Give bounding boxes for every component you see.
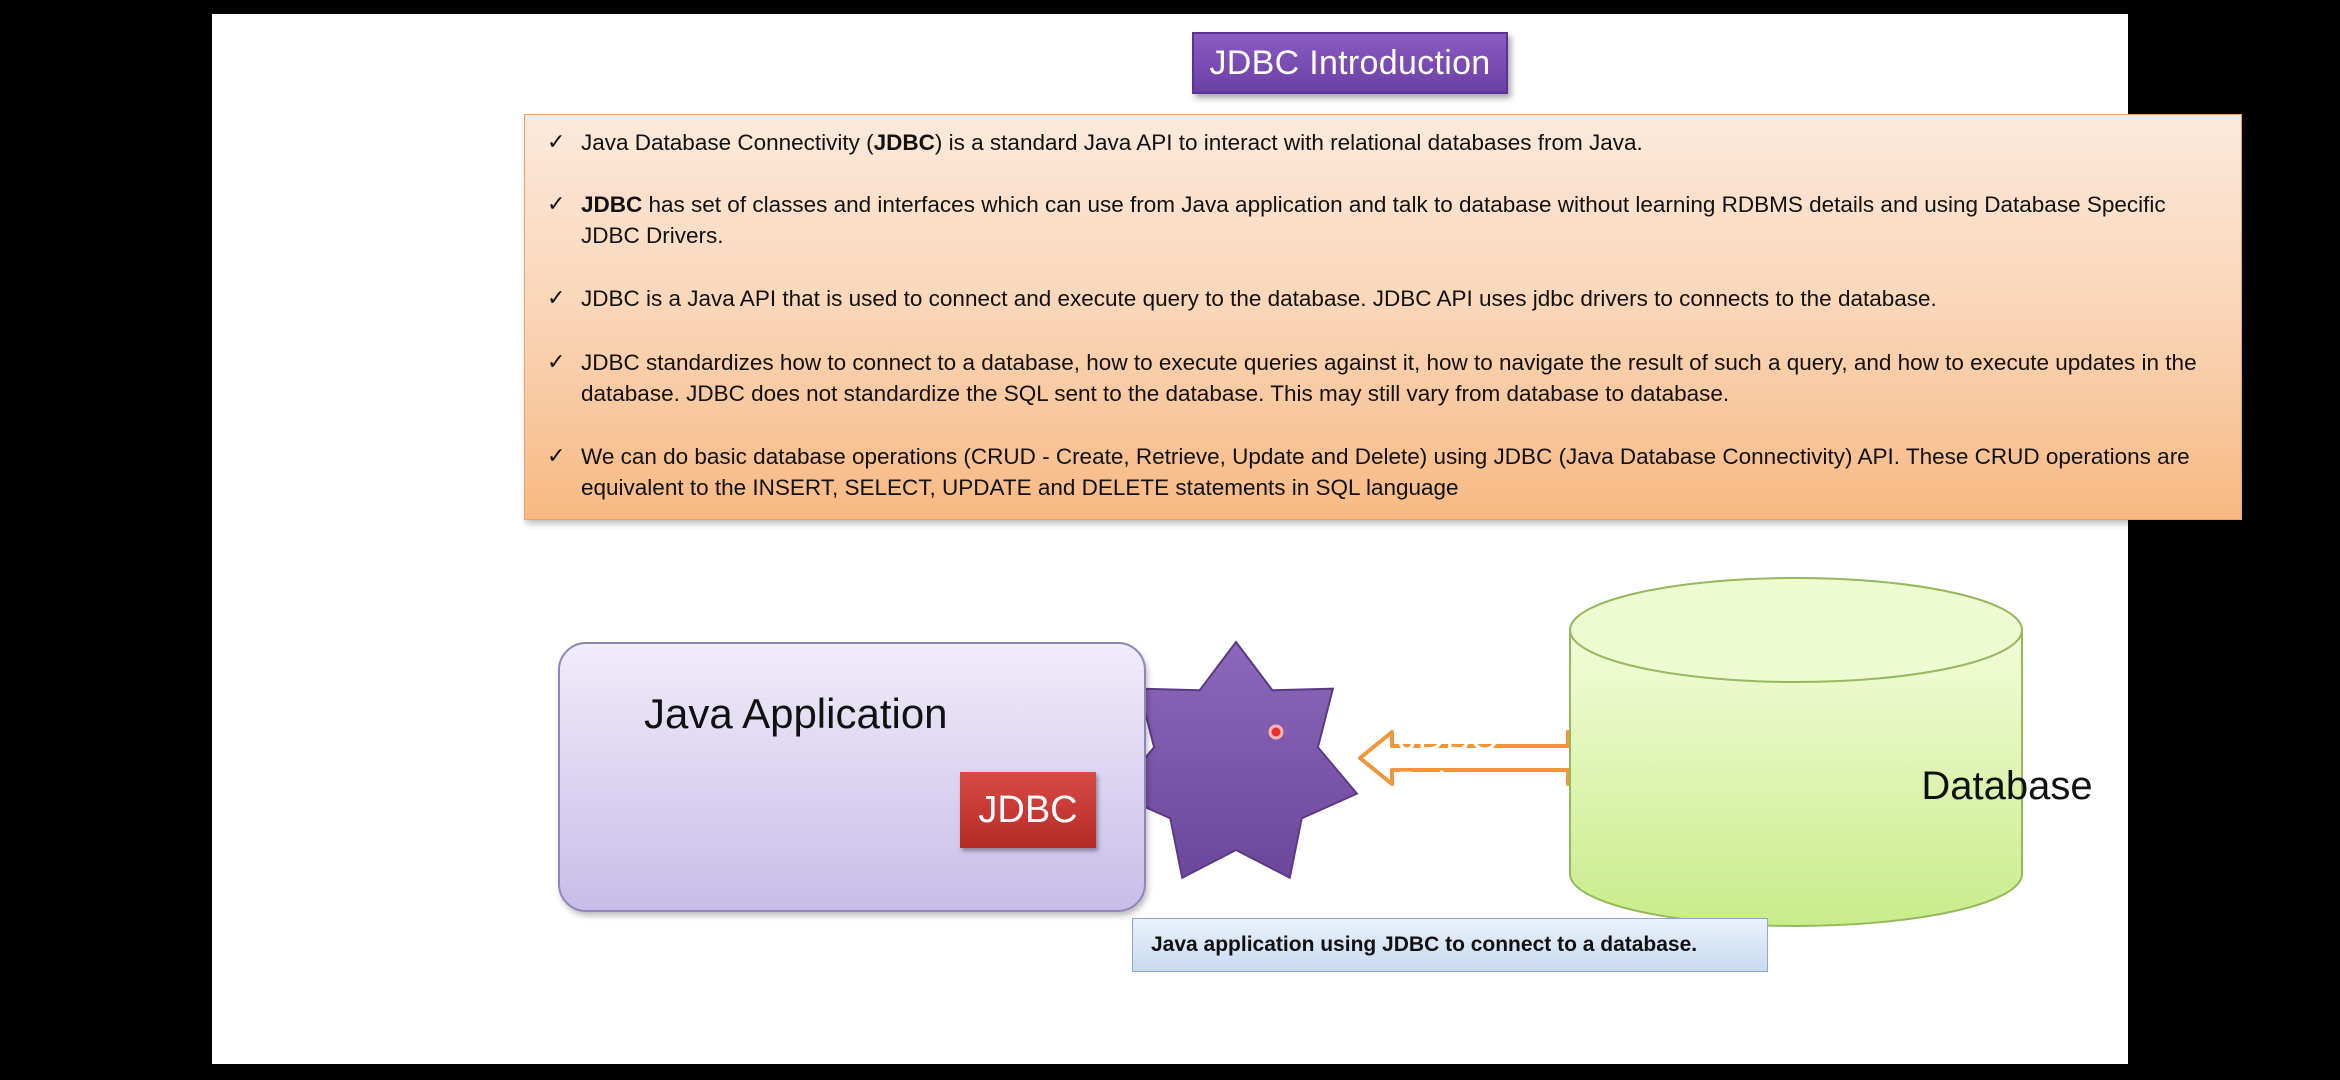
bullet-item-1: ✓ Java Database Connectivity (JDBC) is a… [547, 127, 2217, 158]
driver-label-line-1: JDBC [1398, 717, 1498, 759]
bullet-item-5: ✓ We can do basic database operations (C… [547, 441, 2217, 503]
java-application-label: Java Application [644, 690, 948, 737]
diagram-graphics [930, 577, 2023, 927]
jdbc-driver-star [1113, 640, 1359, 880]
bullet-item-3: ✓ JDBC is a Java API that is used to con… [547, 283, 2217, 314]
checkmark-icon: ✓ [547, 444, 566, 469]
bullet-text: JDBC is a Java API that is used to conne… [581, 286, 1937, 311]
jdbc-api-box: JDBC [960, 772, 1096, 848]
checkmark-icon: ✓ [547, 350, 566, 375]
bullet-list-box: ✓ Java Database Connectivity (JDBC) is a… [524, 114, 2242, 520]
slide: JDBC Introduction ✓ Java Database Connec… [212, 14, 2242, 1064]
bullet-item-2: ✓ JDBC has set of classes and interfaces… [547, 189, 2217, 251]
java-application-box: Java Application JDBC [558, 642, 1146, 912]
database-label: Database [1921, 764, 2093, 808]
bullet-text: JDBC standardizes how to connect to a da… [581, 350, 2197, 406]
jdbc-driver-label: JDBC Driver [1338, 714, 1558, 810]
slide-title: JDBC Introduction [1192, 32, 1508, 94]
checkmark-icon: ✓ [547, 192, 566, 217]
bullet-item-4: ✓ JDBC standardizes how to connect to a … [547, 347, 2217, 409]
bullet-text: We can do basic database operations (CRU… [581, 444, 2190, 500]
cursor-pointer-icon [1268, 724, 1284, 740]
diagram-caption: Java application using JDBC to connect t… [1132, 918, 1768, 972]
checkmark-icon: ✓ [547, 130, 566, 155]
driver-label-line-2: Driver [1397, 765, 1499, 807]
checkmark-icon: ✓ [547, 286, 566, 311]
bullet-text: JDBC has set of classes and interfaces w… [581, 192, 2166, 248]
database-cylinder [1569, 577, 2023, 927]
bullet-text: Java Database Connectivity (JDBC) is a s… [581, 130, 1643, 155]
